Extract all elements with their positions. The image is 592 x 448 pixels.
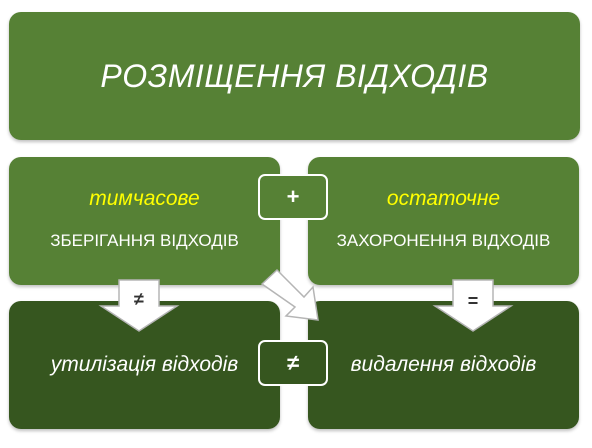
diagram-title: РОЗМІЩЕННЯ ВІДХОДІВ	[100, 57, 489, 94]
removal-box: видалення відходів	[308, 301, 579, 429]
plus-connector: +	[258, 174, 328, 220]
left-arrow-neq-sign: ≠	[134, 289, 144, 309]
right-arrow-eq-sign: =	[467, 291, 479, 311]
burial-accent: остаточне	[386, 187, 501, 210]
storage-accent: тимчасове	[89, 187, 200, 210]
left-down-arrow-icon	[98, 279, 180, 332]
storage-box: тимчасове ЗБЕРІГАННЯ ВІДХОДІВ	[9, 157, 280, 285]
bottom-neq-connector: ≠	[258, 340, 328, 386]
burial-box: остаточне ЗАХОРОНЕННЯ ВІДХОДІВ	[308, 157, 579, 285]
removal-label: видалення відходів	[350, 353, 537, 376]
title-box: РОЗМІЩЕННЯ ВІДХОДІВ	[9, 12, 580, 140]
utilization-label: утилізація відходів	[50, 353, 239, 376]
storage-label: ЗБЕРІГАННЯ ВІДХОДІВ	[50, 231, 239, 250]
burial-label: ЗАХОРОНЕННЯ ВІДХОДІВ	[336, 231, 551, 250]
diagonal-arrow-icon	[260, 268, 319, 321]
right-down-arrow-icon	[432, 279, 514, 332]
